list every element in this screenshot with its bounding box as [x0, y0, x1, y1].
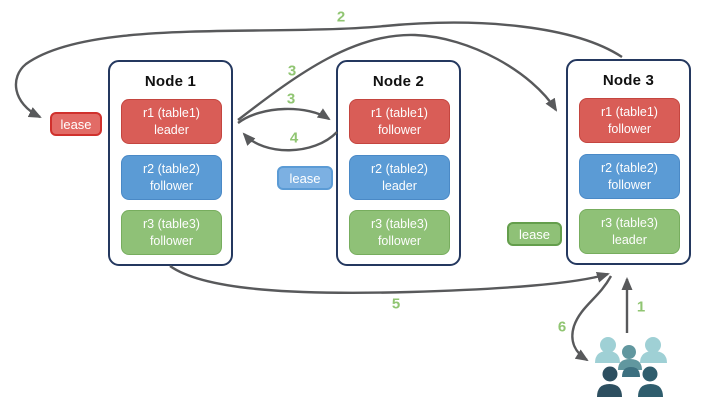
lease-badge-green: lease: [507, 222, 562, 246]
replica-name: r1 (table1): [371, 106, 428, 121]
node-3-replica-r2: r2 (table2) follower: [579, 154, 680, 199]
node-1-replica-r1: r1 (table1) leader: [121, 99, 222, 144]
lease-badge-blue: lease: [277, 166, 333, 190]
lease-badge-red: lease: [50, 112, 102, 136]
node-1-replica-r3: r3 (table3) follower: [121, 210, 222, 255]
step-label-4: 4: [289, 129, 299, 147]
arrow-step3-to-node2: [237, 107, 331, 124]
arrow-step2: [14, 21, 623, 119]
node-2-title: Node 2: [372, 73, 425, 90]
replica-role: follower: [377, 122, 422, 137]
replica-name: r3 (table3): [371, 217, 428, 232]
node-1-title: Node 1: [144, 73, 197, 90]
node-2-replica-r2: r2 (table2) leader: [349, 155, 450, 200]
arrow-step5: [169, 265, 610, 295]
replica-role: follower: [377, 233, 422, 248]
replica-name: r3 (table3): [601, 216, 658, 231]
step-label-3a: 3: [287, 62, 297, 80]
node-3-replica-r1: r1 (table1) follower: [579, 98, 680, 143]
replica-role: follower: [149, 233, 194, 248]
node-3-title: Node 3: [602, 72, 655, 89]
replica-role: follower: [149, 178, 194, 193]
step-label-1: 1: [636, 298, 646, 316]
node-2-replica-r1: r1 (table1) follower: [349, 99, 450, 144]
node-2: Node 2 r1 (table1) follower r2 (table2) …: [336, 60, 461, 266]
replica-name: r2 (table2): [143, 162, 200, 177]
replica-name: r3 (table3): [143, 217, 200, 232]
node-3: Node 3 r1 (table1) follower r2 (table2) …: [566, 59, 691, 265]
node-1-replica-r2: r2 (table2) follower: [121, 155, 222, 200]
step-label-6: 6: [557, 318, 567, 336]
step-label-2: 2: [336, 8, 346, 26]
replica-name: r1 (table1): [143, 106, 200, 121]
node-3-replica-r3: r3 (table3) leader: [579, 209, 680, 254]
replica-name: r1 (table1): [601, 105, 658, 120]
replica-name: r2 (table2): [601, 161, 658, 176]
users-icon: [595, 337, 667, 397]
node-2-replica-r3: r3 (table3) follower: [349, 210, 450, 255]
replica-role: leader: [154, 122, 189, 137]
replica-role: leader: [382, 178, 417, 193]
replica-role: follower: [607, 121, 652, 136]
node-1: Node 1 r1 (table1) leader r2 (table2) fo…: [108, 60, 233, 266]
step-label-3b: 3: [286, 90, 296, 108]
replica-name: r2 (table2): [371, 162, 428, 177]
step-label-5: 5: [391, 295, 401, 313]
replica-role: leader: [612, 232, 647, 247]
replica-role: follower: [607, 177, 652, 192]
